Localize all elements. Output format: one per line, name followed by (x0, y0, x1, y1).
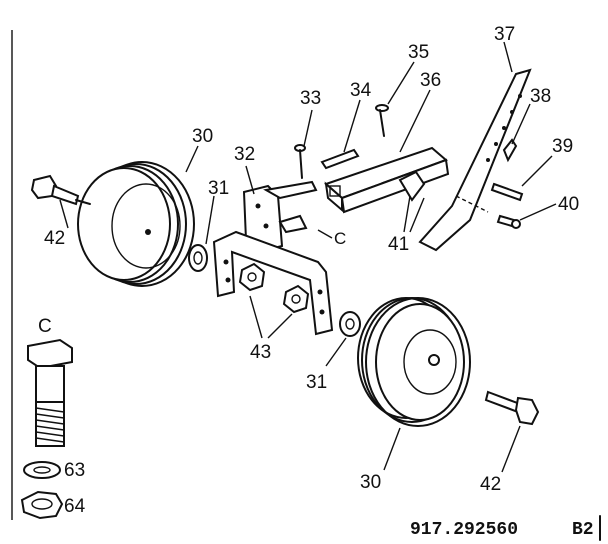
label-34: 34 (350, 80, 372, 101)
label-c-reference: C (334, 229, 346, 248)
nut-64 (20, 490, 64, 520)
label-35: 35 (408, 42, 429, 63)
label-30-lower: 30 (360, 472, 381, 493)
bolt-33 (294, 144, 306, 179)
label-37: 37 (494, 24, 515, 45)
screw-40 (496, 214, 521, 229)
figure-code: B2 (572, 520, 594, 540)
label-36: 36 (420, 70, 441, 91)
tube-36 (324, 146, 450, 214)
label-40: 40 (558, 194, 579, 215)
label-64: 64 (64, 496, 86, 517)
lock-washer-63 (23, 461, 61, 479)
label-41: 41 (388, 234, 409, 255)
hairpin-34 (320, 148, 360, 170)
wheel-30-lower (357, 297, 471, 427)
label-31-upper: 31 (208, 178, 229, 199)
label-c-detail: C (38, 316, 52, 337)
label-43: 43 (250, 342, 271, 363)
wheel-30-upper (77, 161, 195, 287)
bracket-32 (212, 180, 334, 336)
axle-bolt-42-upper (30, 174, 91, 206)
washer-31-upper (188, 244, 208, 272)
label-32: 32 (234, 144, 255, 165)
label-30-upper: 30 (192, 126, 213, 147)
label-38: 38 (530, 86, 551, 107)
label-33: 33 (300, 88, 321, 109)
depth-bar-37 (418, 68, 532, 252)
clamp-41 (398, 170, 426, 202)
label-31-lower: 31 (306, 372, 327, 393)
label-42-upper: 42 (44, 228, 65, 249)
bolt-c-detail (27, 338, 73, 447)
bolt-35 (375, 104, 389, 137)
nuts-43 (238, 262, 310, 314)
part-number: 917.292560 (410, 520, 518, 540)
clip-pin-38 (502, 138, 518, 163)
label-42-lower: 42 (480, 474, 501, 495)
bolt-39 (490, 182, 524, 202)
leader-lines (59, 41, 557, 473)
axle-bolt-42-lower (484, 390, 540, 426)
label-63: 63 (64, 460, 85, 481)
label-39: 39 (552, 136, 573, 157)
washer-31-lower (339, 311, 361, 337)
